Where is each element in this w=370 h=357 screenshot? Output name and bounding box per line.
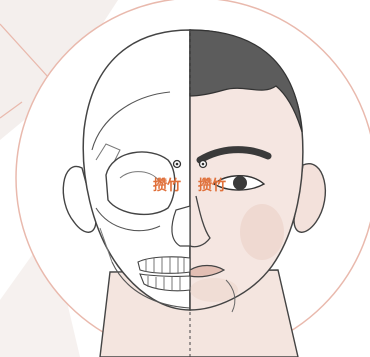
cheek-shading <box>240 204 284 260</box>
acupoint-label-left: 攒竹 <box>153 177 181 194</box>
acupoint-label-right: 攒竹 <box>198 177 226 194</box>
acupoint-dot-left <box>176 163 179 166</box>
right-pupil <box>233 176 247 190</box>
acupoint-dot-right <box>202 163 205 166</box>
chin-shading <box>190 278 238 302</box>
